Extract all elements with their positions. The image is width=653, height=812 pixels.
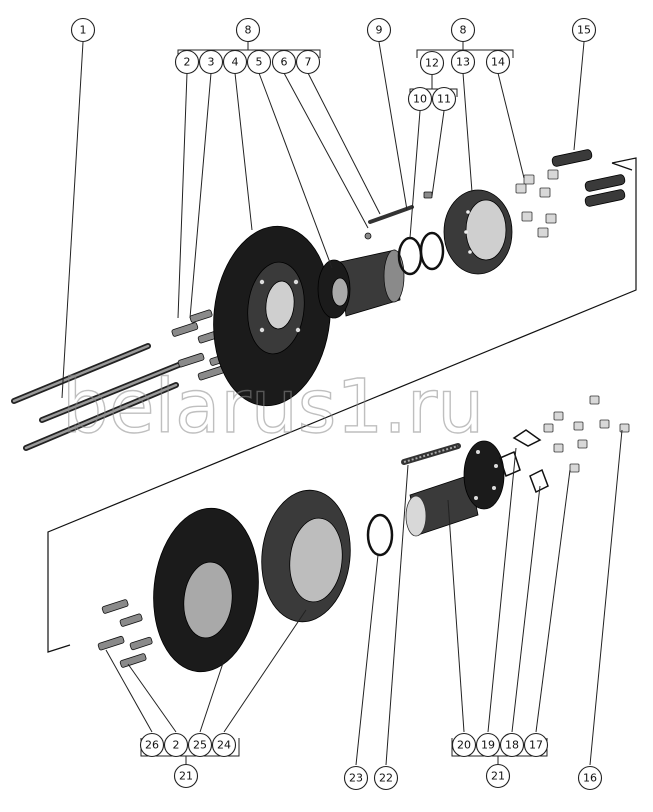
callout-25: 25 [187, 732, 213, 758]
svg-text:23: 23 [349, 772, 363, 785]
callout-2-top: 2 [174, 49, 200, 75]
callout-10: 10 [407, 86, 433, 112]
callout-8-right: 8 [450, 17, 476, 43]
assembly-frame [47, 157, 637, 653]
long-rods [11, 343, 189, 451]
lower-bolts [97, 599, 153, 668]
nuts-lower [543, 395, 630, 473]
svg-text:4: 4 [232, 56, 239, 69]
svg-text:9: 9 [376, 24, 383, 37]
svg-text:2: 2 [184, 56, 191, 69]
callout-21-right: 21 [485, 763, 511, 789]
callout-20: 20 [451, 732, 477, 758]
svg-text:26: 26 [145, 739, 159, 752]
callout-17: 17 [523, 732, 549, 758]
callout-8-left: 8 [235, 17, 261, 43]
callout-2-bottom: 2 [163, 732, 189, 758]
studs [551, 149, 626, 207]
callouts: 1 8 9 8 15 2 3 4 5 6 7 12 13 14 10 11 26… [70, 17, 603, 791]
callout-24: 24 [211, 732, 237, 758]
pin-and-spring [364, 191, 433, 240]
callout-12: 12 [419, 50, 445, 76]
callout-1: 1 [70, 17, 96, 43]
callout-6: 6 [271, 49, 297, 75]
callout-13: 13 [450, 49, 476, 75]
leader-lines [61, 40, 623, 766]
svg-text:1: 1 [80, 24, 87, 37]
callout-4: 4 [222, 49, 248, 75]
svg-text:18: 18 [505, 739, 519, 752]
svg-text:15: 15 [577, 24, 591, 37]
svg-text:6: 6 [281, 56, 288, 69]
retaining-rings-upper [397, 231, 445, 276]
callout-22: 22 [373, 765, 399, 791]
svg-text:8: 8 [245, 24, 252, 37]
callout-21-left: 21 [173, 763, 199, 789]
callout-5: 5 [246, 49, 272, 75]
svg-text:14: 14 [491, 56, 505, 69]
spring-lower [401, 443, 461, 465]
nuts-upper [515, 169, 559, 238]
svg-text:24: 24 [217, 739, 231, 752]
hub-upper [317, 249, 405, 319]
watermark-text: belarus1.ru [62, 364, 484, 450]
retaining-ring-lower [366, 513, 394, 557]
brake-disc-lower [153, 507, 259, 673]
svg-text:7: 7 [305, 56, 312, 69]
brake-drum-ring [443, 189, 513, 275]
svg-text:21: 21 [491, 770, 505, 783]
callout-26: 26 [139, 732, 165, 758]
callout-11: 11 [431, 86, 457, 112]
svg-text:22: 22 [379, 772, 393, 785]
svg-text:19: 19 [481, 739, 495, 752]
svg-text:10: 10 [413, 93, 427, 106]
callout-15: 15 [571, 17, 597, 43]
brake-drum-lower [261, 489, 351, 623]
svg-text:5: 5 [256, 56, 263, 69]
callout-18: 18 [499, 732, 525, 758]
callout-3: 3 [198, 49, 224, 75]
hub-lower [405, 440, 505, 537]
svg-text:20: 20 [457, 739, 471, 752]
callout-9: 9 [366, 17, 392, 43]
svg-text:16: 16 [583, 772, 597, 785]
svg-text:12: 12 [425, 57, 439, 70]
callout-16: 16 [577, 765, 603, 791]
callout-14: 14 [485, 49, 511, 75]
svg-text:2: 2 [173, 739, 180, 752]
callout-7: 7 [295, 49, 321, 75]
brake-disc-upper [213, 225, 331, 407]
svg-text:3: 3 [208, 56, 215, 69]
svg-text:13: 13 [456, 56, 470, 69]
svg-text:25: 25 [193, 739, 207, 752]
svg-text:17: 17 [529, 739, 543, 752]
callout-23: 23 [343, 765, 369, 791]
svg-text:21: 21 [179, 770, 193, 783]
svg-text:8: 8 [460, 24, 467, 37]
lock-plates [499, 429, 549, 494]
callout-19: 19 [475, 732, 501, 758]
svg-text:11: 11 [437, 93, 451, 106]
